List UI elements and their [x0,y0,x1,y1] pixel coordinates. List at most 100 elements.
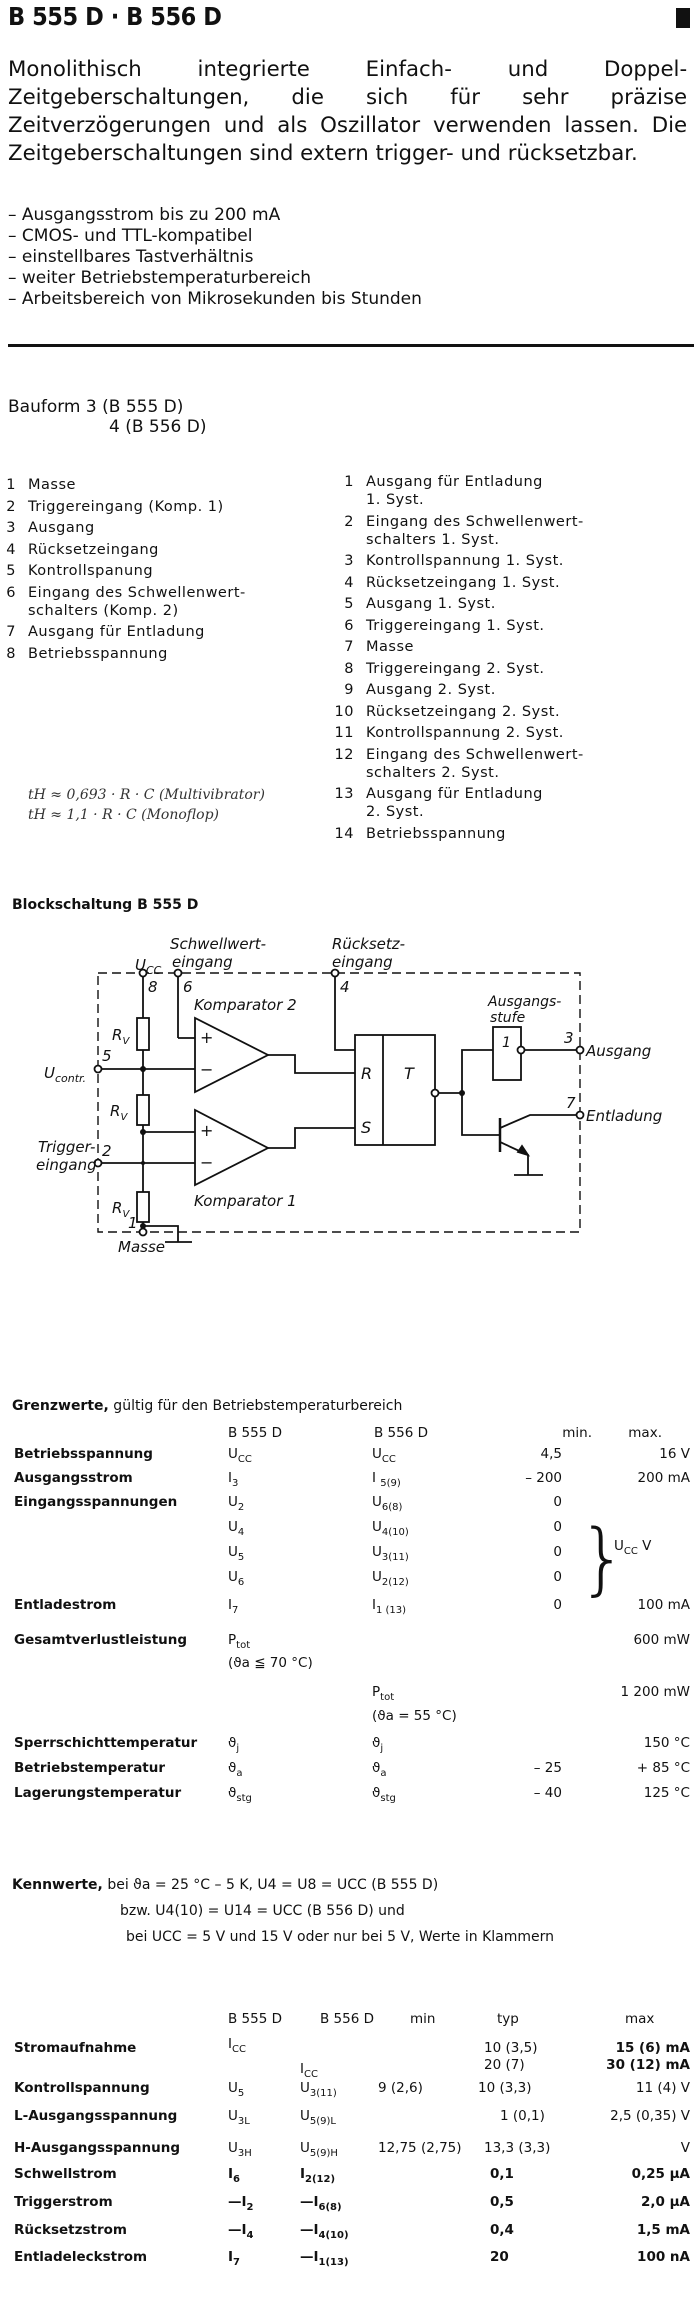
pin-item: 6 Triggereingang 1. Syst. [330,617,584,635]
symbol-b556: ϑj [372,1735,384,1754]
pin-7-label: 7 [566,1094,576,1112]
pin-number: 2 [6,498,16,515]
label-ausgangsstufe-2: stufe [490,1010,525,1026]
limit-max: 100 mA [637,1597,690,1613]
label-trigger: Trigger- [38,1138,95,1156]
diagram-element: − [200,1153,213,1172]
symbol-b556: (ϑa = 55 °C) [372,1708,457,1724]
pin-number: 4 [344,574,354,591]
char-typ: 20 [490,2249,509,2265]
symbol-b556: ϑstg [372,1785,396,1804]
symbol-b556: ϑa [372,1760,387,1779]
diagram-element: CC [146,964,162,977]
column-header-min: min. [562,1425,592,1441]
pin-number: 12 [334,746,354,763]
char-typ: 20 (7) [484,2057,525,2073]
column-header-min: min [410,2011,436,2027]
diagram-element: contr. [55,1072,86,1085]
char-typ: 10 (3,5) [484,2040,538,2056]
page-title: B 555 D · B 556 D [8,2,222,31]
brace-icon: } [578,1514,628,1604]
pin-3-label: 3 [564,1029,574,1047]
pin-number: 10 [334,703,354,720]
label-entladung: Entladung [586,1107,662,1125]
pin-function: Masse [366,639,414,655]
label-ausgangsstufe: Ausgangs- [487,994,561,1010]
column-header-max: max. [628,1425,662,1441]
symbol-b556: UCC [372,1446,396,1465]
symbol-b555: ICC [228,2036,246,2055]
diagram-element: V [122,1036,130,1047]
diagram-element [461,1049,493,1093]
limit-min: – 40 [533,1785,562,1801]
symbol-b555: I7 [228,1597,239,1616]
pin-number: 5 [344,596,354,612]
column-header-max: max [625,2011,655,2027]
feature-item: – einstellbares Tastverhältnis [8,247,254,267]
pin-number: 4 [6,541,16,558]
pin-function: Ausgang für Entladung [28,624,205,640]
feature-item: – CMOS- und TTL-kompatibel [8,226,253,246]
pin-item: 4 Rücksetzeingang [0,541,246,559]
char-min: 12,75 (2,75) [378,2140,462,2156]
char-param: Entladeleckstrom [14,2249,148,2265]
pin-function: Rücksetzeingang [28,541,159,558]
limit-min: – 200 [525,1470,562,1486]
pin-number: 3 [344,553,354,569]
diagram-element: U [135,956,146,974]
pin-function: Rücksetzeingang 2. Syst. [366,703,561,720]
label-ruecksetz: Rücksetz- [332,935,405,953]
pin-function: Eingang des Schwellenwert- schalters (Ko… [28,584,246,619]
char-max: 15 (6) mA [615,2040,690,2056]
package-b555: Bauform 3 (B 555 D) [8,397,184,417]
pin-number: 6 [344,617,354,634]
symbol-b556: U3(11) [372,1544,409,1563]
pin-1-terminal [138,1227,148,1237]
limit-param: Sperrschichttemperatur [14,1735,198,1751]
symbol-b555: Ptot [228,1632,251,1651]
char-typ: 1 (0,1) [500,2108,545,2124]
pin-number: 2 [344,513,354,530]
symbol-b555: (ϑa ≦ 70 °C) [228,1655,313,1671]
symbol-b556: U5(9)L [300,2108,336,2127]
symbol-b556: I 5(9) [372,1470,401,1489]
pin-1-label: 1 [128,1214,138,1232]
pin-function: Betriebsspannung [28,645,168,662]
feature-item: – Arbeitsbereich von Mikrosekunden bis S… [8,289,422,309]
limit-param: Eingangsspannungen [14,1494,178,1510]
horizontal-divider [8,344,694,347]
pin-2-terminal [93,1158,103,1168]
char-param: Kontrollspannung [14,2080,150,2096]
note-line-multivibrator: tH ≈ 0,693 · R · C (Multivibrator) [28,787,265,803]
limit-min: 0 [553,1569,562,1585]
symbol-b555: U4 [228,1519,245,1538]
handwritten-note: tH ≈ 0,693 · R · C (Multivibrator) tH ≈ … [28,785,265,825]
block-diagram: Schwellwert- eingang Rücksetz- eingang U… [36,935,662,1256]
resistor-rv-1 [136,1017,150,1051]
label-trigger-2: eingang [36,1156,97,1174]
limit-param: Gesamtverlustleistung [14,1632,188,1648]
symbol-b555: ϑa [228,1760,243,1779]
pin-function: Ausgang für Entladung 1. Syst. [366,474,543,508]
pin-number: 8 [344,660,354,677]
pin-function: Triggereingang 1. Syst. [366,617,545,634]
pin-8-label: 8 [148,978,158,996]
pin-function: Triggereingang (Komp. 1) [28,498,224,515]
pin-number: 5 [6,563,16,579]
feature-item: – Ausgangsstrom bis zu 200 mA [8,205,281,225]
char-max: 30 (12) mA [606,2057,690,2073]
char-param: Triggerstrom [14,2194,113,2210]
limit-min: – 25 [533,1760,562,1776]
char-typ: 0,4 [490,2222,514,2238]
pin-6-terminal [173,968,183,978]
diagram-element: T [404,1064,415,1083]
